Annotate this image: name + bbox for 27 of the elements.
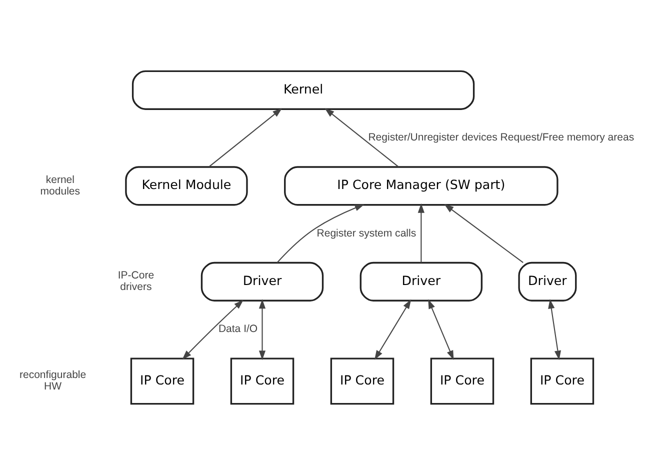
node-box: Driver bbox=[518, 262, 577, 302]
node-box: IP Core bbox=[230, 358, 294, 405]
node-box: IP Core Manager (SW part) bbox=[284, 166, 558, 206]
node-box: IP Core bbox=[430, 358, 494, 405]
edge-label: Register system calls bbox=[316, 227, 416, 240]
arrow bbox=[208, 108, 282, 168]
arrow bbox=[276, 204, 364, 263]
label: kernel modules bbox=[40, 174, 80, 198]
arrow bbox=[374, 299, 412, 360]
arrow bbox=[324, 108, 399, 168]
arrow bbox=[428, 299, 454, 360]
arrow bbox=[444, 204, 524, 264]
arrow bbox=[418, 203, 424, 263]
label: IP-Core drivers bbox=[118, 270, 154, 294]
node-box: IP Core bbox=[530, 358, 594, 405]
edge-label: Register/Unregister devices Request/Free memory areas bbox=[368, 132, 634, 144]
arrow bbox=[182, 300, 244, 360]
node-box: Kernel Module bbox=[125, 166, 248, 206]
node-box: Kernel bbox=[132, 70, 475, 110]
node-box: Driver bbox=[360, 262, 483, 302]
node-box: IP Core bbox=[330, 358, 394, 405]
arrow bbox=[258, 299, 266, 360]
arrow bbox=[548, 299, 562, 360]
node-box: IP Core bbox=[130, 358, 194, 405]
edge-label: Data I/O bbox=[218, 323, 258, 336]
node-box: Driver bbox=[200, 262, 324, 302]
label: reconfigurable HW bbox=[19, 369, 86, 393]
